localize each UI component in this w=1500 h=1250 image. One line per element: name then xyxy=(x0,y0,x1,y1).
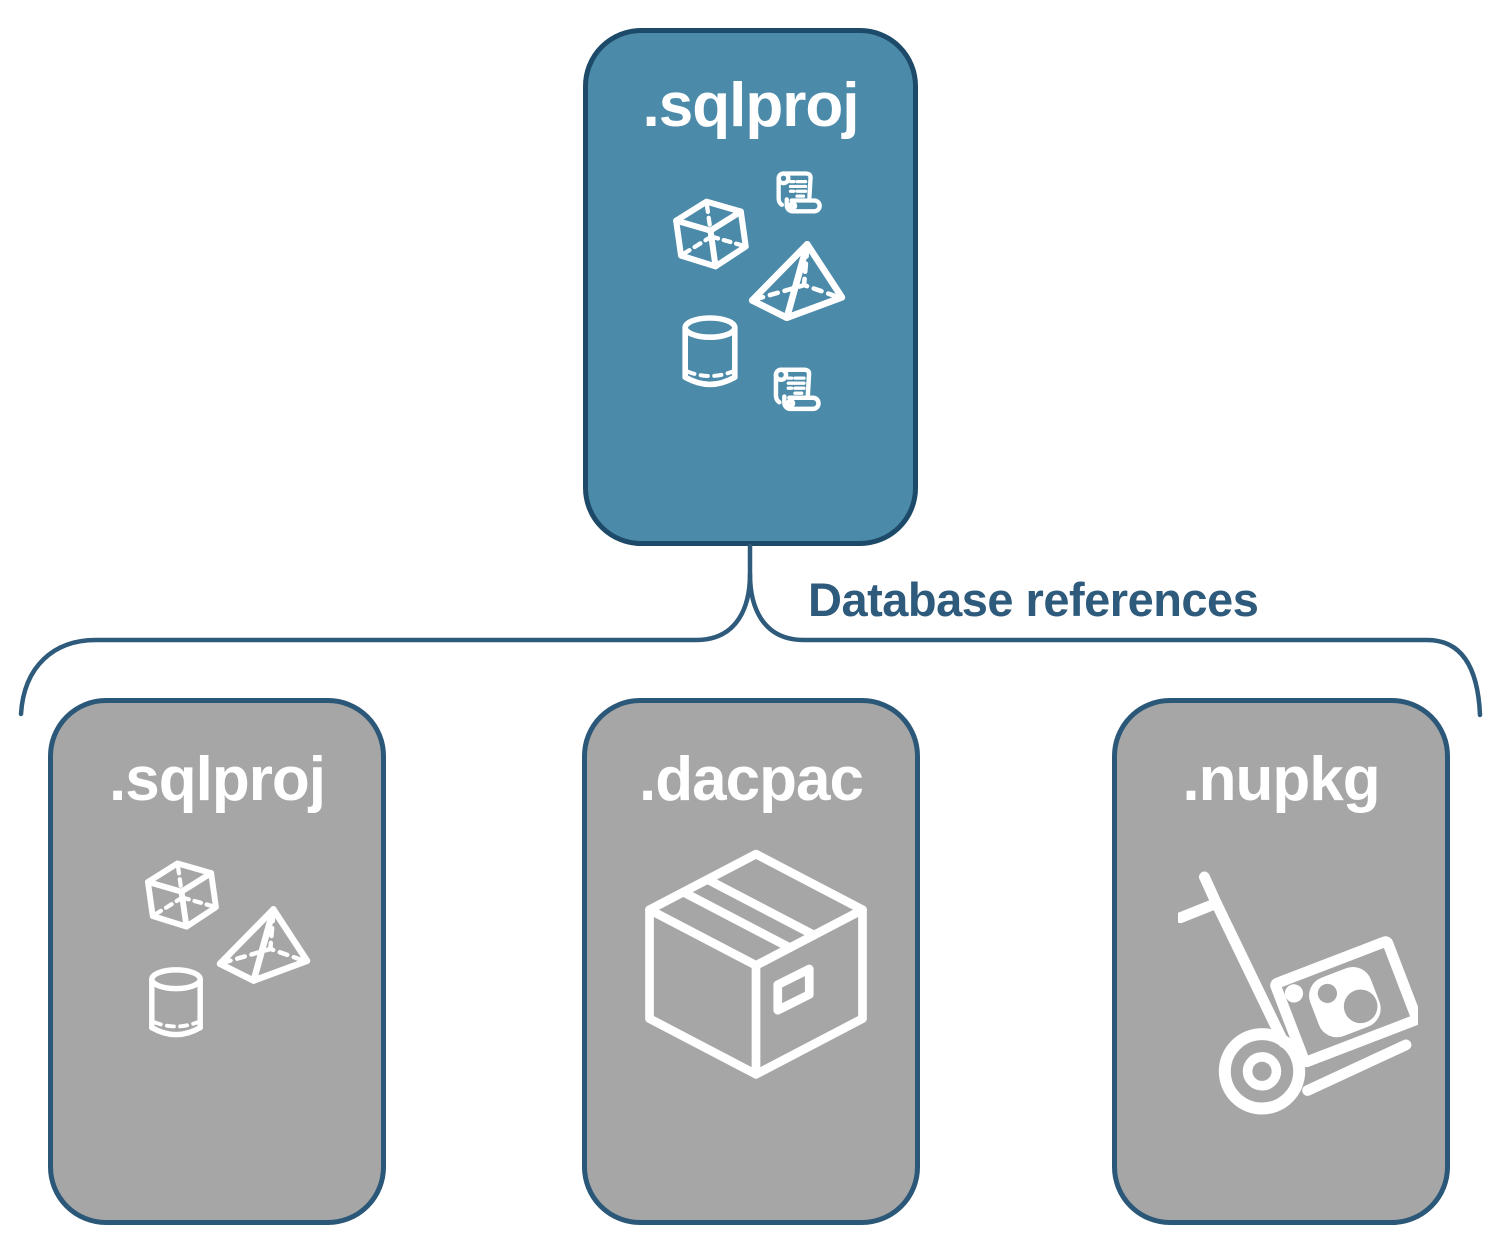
script-icon xyxy=(773,367,821,412)
cylinder-icon xyxy=(682,315,738,388)
child-card-dacpac: .dacpac xyxy=(582,698,920,1225)
cylinder-icon xyxy=(149,967,203,1038)
package-box-icon xyxy=(645,849,867,1079)
cube-icon xyxy=(673,198,749,270)
brace-left-arm xyxy=(18,543,753,717)
child-card-nupkg: .nupkg xyxy=(1112,698,1450,1225)
child-card-sqlproj: .sqlproj xyxy=(48,698,386,1225)
script-icon xyxy=(776,171,822,214)
child-card-title: .nupkg xyxy=(1182,745,1380,814)
child-card-title: .dacpac xyxy=(639,745,864,814)
pyramid-icon xyxy=(748,240,846,321)
parent-card-sqlproj: .sqlproj xyxy=(583,28,918,546)
nuget-hand-truck-icon xyxy=(1178,871,1418,1115)
connector-label: Database references xyxy=(808,573,1259,626)
cube-icon xyxy=(144,860,219,930)
child-card-title: .sqlproj xyxy=(109,745,326,814)
parent-card-title: .sqlproj xyxy=(642,71,860,140)
pyramid-icon xyxy=(216,906,311,984)
